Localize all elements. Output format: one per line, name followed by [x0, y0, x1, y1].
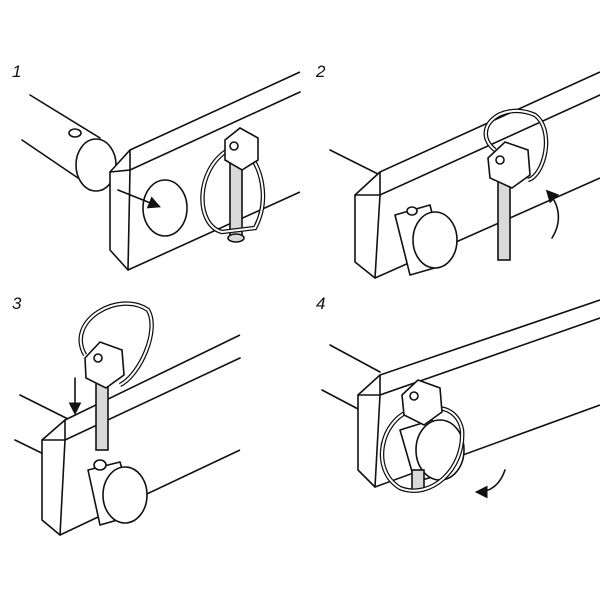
rotate-arrow [474, 469, 506, 499]
step-2-number: 2 [316, 62, 326, 81]
plate [109, 71, 301, 271]
linch-pin [78, 301, 154, 451]
rotate-arrow [545, 189, 560, 239]
linch-pin [483, 108, 549, 261]
shaft-end [394, 204, 458, 276]
step-4-illustration [321, 299, 600, 499]
step-3-number: 3 [12, 294, 22, 313]
linch-pin [200, 127, 266, 243]
step-1-illustration [21, 71, 301, 271]
linch-pin [379, 379, 465, 493]
step-2-illustration [329, 71, 600, 279]
shaft-end [87, 459, 148, 526]
step-1-number: 1 [12, 62, 22, 81]
insert-arrow [117, 189, 161, 209]
step-3-illustration [14, 301, 241, 536]
step-4-number: 4 [316, 294, 326, 313]
shaft [21, 94, 117, 192]
